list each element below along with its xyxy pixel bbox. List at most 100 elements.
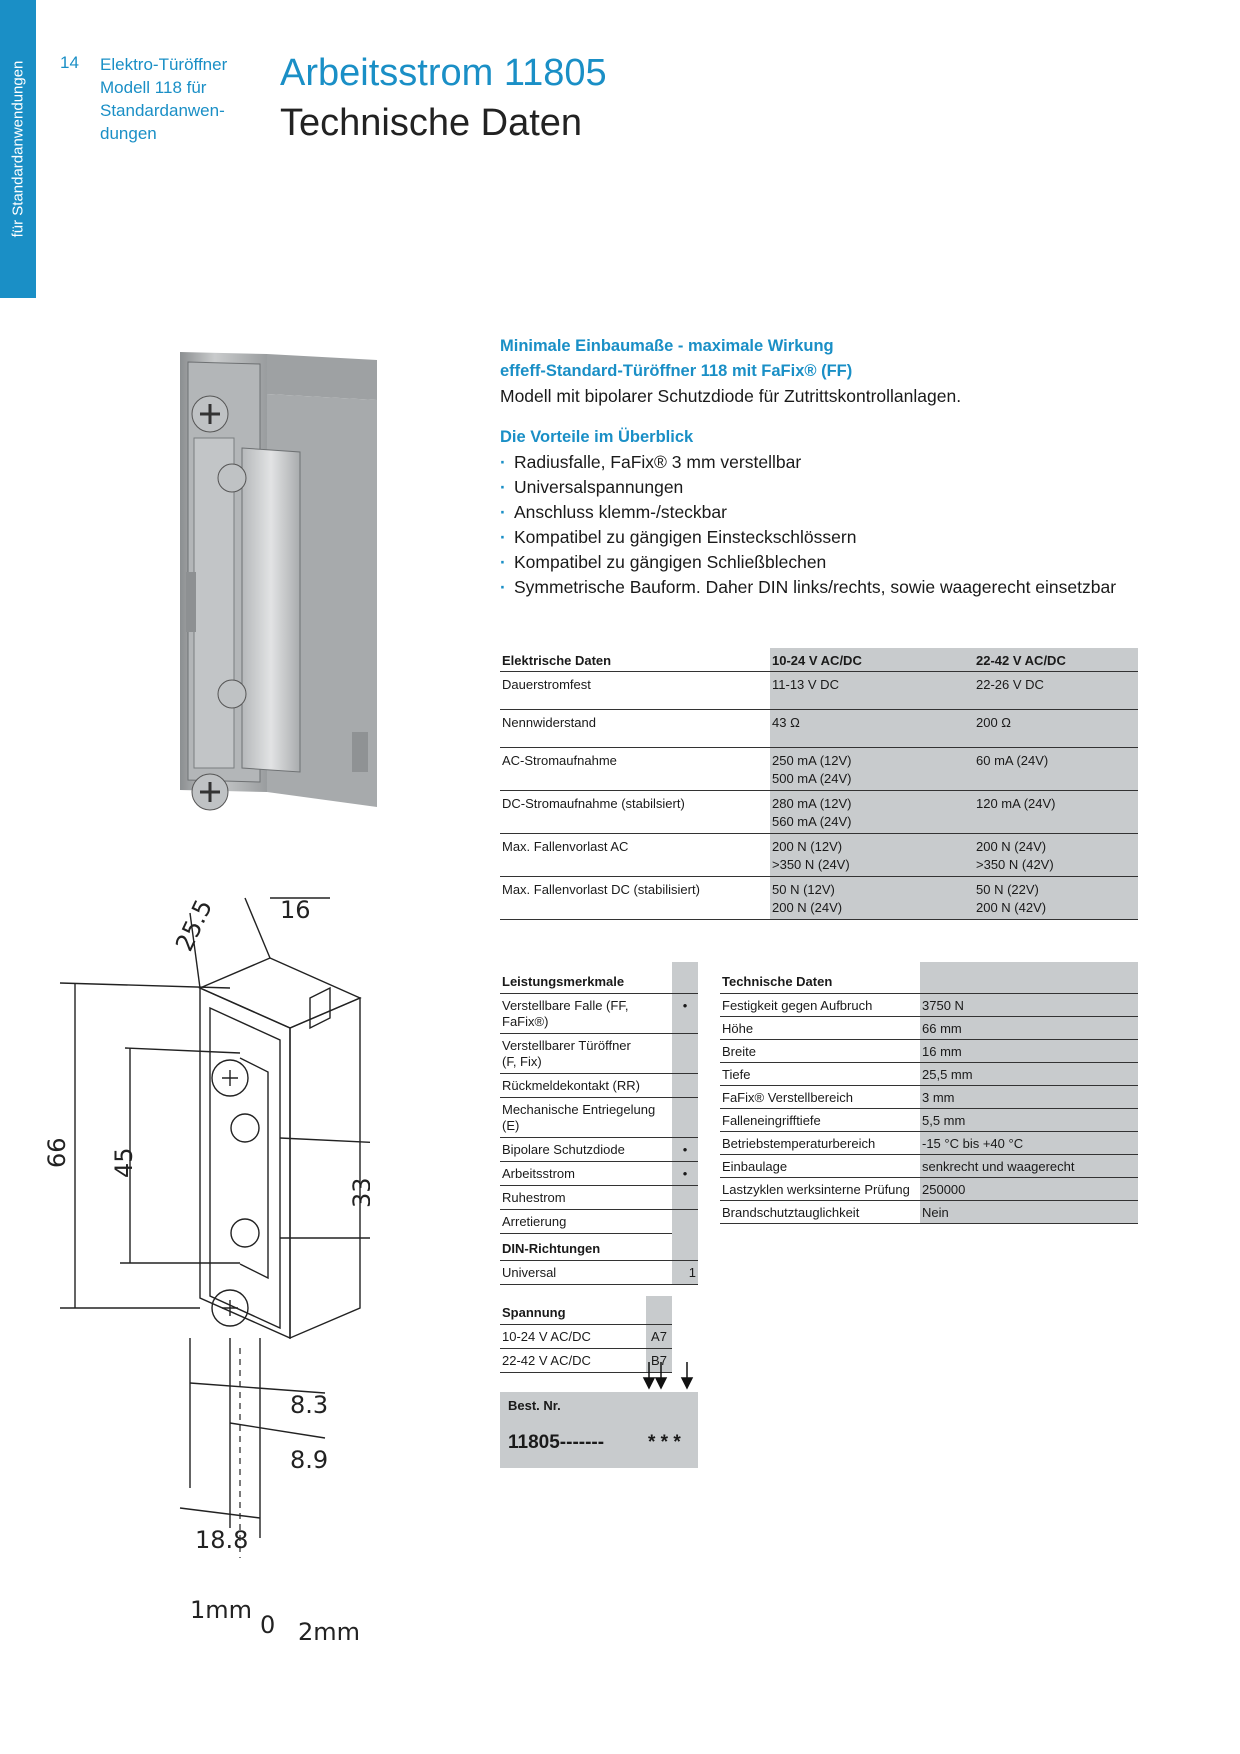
column-header-shade (672, 1232, 698, 1261)
row-label: Brandschutztauglichkeit (720, 1200, 920, 1224)
table-row: Mechanische Entriegelung (E) (500, 1097, 698, 1138)
cell-value: 200 N (12V) >350 N (24V) (770, 833, 974, 877)
cell-value: 200 N (24V) >350 N (42V) (974, 833, 1138, 877)
subtitle-line: dungen (100, 124, 157, 143)
dimension-drawing: 25.5 16 66 45 33 8.3 8.9 18.8 1mm 0 2mm (43, 895, 370, 1646)
row-label: Arretierung (500, 1209, 672, 1234)
cell-value: 11-13 V DC (770, 671, 974, 710)
dim-18-8: 18.8 (195, 1526, 248, 1554)
cell-value: 280 mA (12V) 560 mA (24V) (770, 790, 974, 834)
technical-data-table: Technische Daten Festigkeit gegen Aufbru… (720, 962, 1138, 1224)
table-row: Ruhestrom (500, 1185, 698, 1210)
order-number-box: Best. Nr. 11805------- * * * (500, 1392, 698, 1468)
dim-8-3: 8.3 (290, 1391, 328, 1419)
row-label: Ruhestrom (500, 1185, 672, 1210)
intro-product-line: effeff-Standard-Türöffner 118 mit FaFix®… (500, 362, 853, 380)
cell-value: 60 mA (24V) (974, 747, 1138, 791)
feature-mark: • (672, 1161, 698, 1186)
row-label: 10-24 V AC/DC (500, 1324, 646, 1349)
row-label: Verstellbarer Türöffner (F, Fix) (500, 1033, 672, 1074)
intro-description: Modell mit bipolarer Schutzdiode für Zut… (500, 386, 962, 406)
row-label: Bipolare Schutzdiode (500, 1137, 672, 1162)
row-label: Breite (720, 1039, 920, 1063)
cell-value: 50 N (22V) 200 N (42V) (974, 876, 1138, 920)
feature-mark (672, 1033, 698, 1074)
option-code: A7 (646, 1324, 672, 1349)
table-row: Max. Fallenvorlast AC 200 N (12V) >350 N… (500, 833, 1138, 877)
advantage-item: Kompatibel zu gängigen Schließblechen (500, 550, 1140, 575)
table-row: DC-Stromaufnahme (stabilsiert) 280 mA (1… (500, 790, 1138, 834)
door-opener-photo (180, 352, 377, 811)
feature-mark (672, 1185, 698, 1210)
option-code: 1 (672, 1260, 698, 1285)
column-header: 22-42 V AC/DC (974, 648, 1138, 672)
page-subtitle: Technische Daten (280, 102, 583, 144)
order-number-placeholders: * * * (648, 1432, 681, 1453)
table-row: AC-Stromaufnahme 250 mA (12V) 500 mA (24… (500, 747, 1138, 791)
column-header: Elektrische Daten (500, 648, 770, 672)
option-code: B7 (646, 1348, 672, 1373)
feature-mark (672, 1097, 698, 1138)
cell-value: 200 Ω (974, 709, 1138, 748)
cell-value: -15 °C bis +40 °C (920, 1131, 1138, 1155)
column-header-shade (672, 962, 698, 994)
cell-value: senkrecht und waagerecht (920, 1154, 1138, 1178)
performance-table: Leistungsmerkmale Verstellbare Falle (FF… (500, 962, 698, 1234)
row-label: Nennwiderstand (500, 709, 770, 748)
column-header: Leistungsmerkmale (500, 962, 672, 994)
cell-value: 3750 N (920, 993, 1138, 1017)
dim-depth: 25.5 (170, 895, 218, 955)
feature-mark: • (672, 1137, 698, 1162)
column-header: DIN-Richtungen (500, 1232, 672, 1261)
dim-width: 16 (280, 896, 311, 924)
dim-8-9: 8.9 (290, 1446, 328, 1474)
advantage-item: Kompatibel zu gängigen Einsteckschlösser… (500, 525, 1140, 550)
cell-value: 250000 (920, 1177, 1138, 1201)
row-label: DC-Stromaufnahme (stabilsiert) (500, 790, 770, 834)
table-header-row: Leistungsmerkmale (500, 962, 698, 994)
row-label: FaFix® Verstellbereich (720, 1085, 920, 1109)
row-label: Lastzyklen werksinterne Prüfung (720, 1177, 920, 1201)
subtitle-line: Modell 118 für (100, 78, 207, 97)
row-label: Universal (500, 1260, 672, 1285)
cell-value: 120 mA (24V) (974, 790, 1138, 834)
row-label: Höhe (720, 1016, 920, 1040)
dim-latch-height: 33 (348, 1177, 370, 1208)
order-number-code: 11805------- (508, 1432, 605, 1453)
cell-value: 25,5 mm (920, 1062, 1138, 1086)
subtitle-line: Elektro-Türöffner (100, 55, 228, 74)
table-row: Verstellbarer Türöffner (F, Fix) (500, 1033, 698, 1074)
dim-height: 66 (43, 1137, 71, 1168)
cell-value: 250 mA (12V) 500 mA (24V) (770, 747, 974, 791)
table-row: Rückmeldekontakt (RR) (500, 1073, 698, 1098)
section-side-tab: für Standardanwendungen (0, 0, 36, 298)
dim-2mm: 2mm (298, 1618, 360, 1646)
row-label: Tiefe (720, 1062, 920, 1086)
electrical-data-table: Elektrische Daten 10-24 V AC/DC 22-42 V … (500, 648, 1138, 920)
row-label: Dauerstromfest (500, 671, 770, 710)
cell-value: 5,5 mm (920, 1108, 1138, 1132)
order-code-arrows (642, 1362, 694, 1390)
page-title: Arbeitsstrom 11805 (280, 52, 607, 94)
table-row: Nennwiderstand 43 Ω 200 Ω (500, 709, 1138, 748)
column-header: Spannung (500, 1296, 646, 1325)
row-label: Festigkeit gegen Aufbruch (720, 993, 920, 1017)
cell-value: 50 N (12V) 200 N (24V) (770, 876, 974, 920)
cell-value: Nein (920, 1200, 1138, 1224)
cell-value: 22-26 V DC (974, 671, 1138, 710)
cell-value: 43 Ω (770, 709, 974, 748)
product-subtitle: Elektro-Türöffner Modell 118 für Standar… (100, 53, 260, 145)
table-row: Max. Fallenvorlast DC (stabilisiert) 50 … (500, 876, 1138, 920)
advantages-title: Die Vorteile im Überblick (500, 428, 694, 446)
table-header-row: Spannung (500, 1296, 672, 1325)
